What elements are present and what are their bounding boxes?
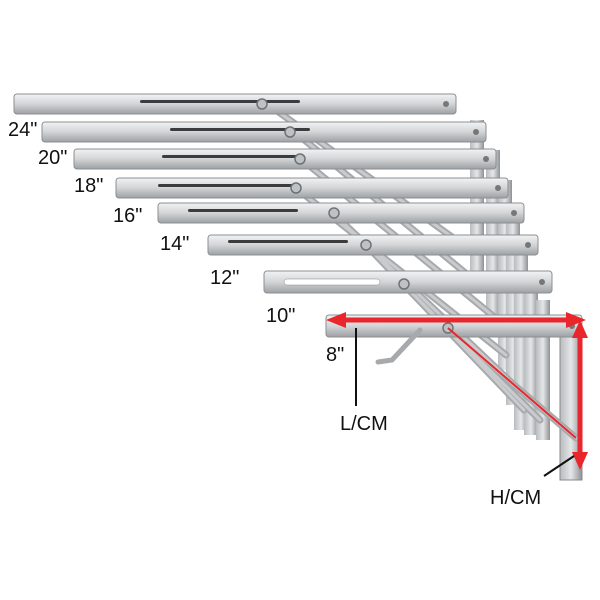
- height-dimension-label: H/CM: [490, 487, 542, 509]
- size-label-8: 8": [326, 344, 345, 366]
- arrow-right-icon: [566, 312, 586, 328]
- size-label-24: 24": [8, 119, 38, 141]
- length-dimension-label: L/CM: [340, 413, 388, 435]
- latch-arm: [375, 327, 423, 365]
- size-label-18: 18": [74, 175, 104, 197]
- size-label-10: 10": [266, 305, 296, 327]
- arrow-down-icon: [572, 452, 588, 470]
- arm-24: [13, 93, 457, 115]
- arrow-up-icon: [572, 320, 588, 338]
- height-leader-line: [543, 455, 575, 477]
- arm-12: [207, 234, 539, 256]
- size-label-16: 16": [113, 205, 143, 227]
- arm-16: [115, 177, 509, 199]
- arm-18: [73, 148, 497, 170]
- pivot-rivets: [256, 98, 454, 334]
- arm-20: [41, 121, 487, 143]
- size-label-12: 12": [210, 267, 240, 289]
- size-label-14: 14": [160, 233, 190, 255]
- arrow-left-icon: [326, 312, 346, 328]
- arm-14: [157, 202, 525, 224]
- dimension-arrows: [326, 312, 588, 470]
- size-label-20: 20": [38, 147, 68, 169]
